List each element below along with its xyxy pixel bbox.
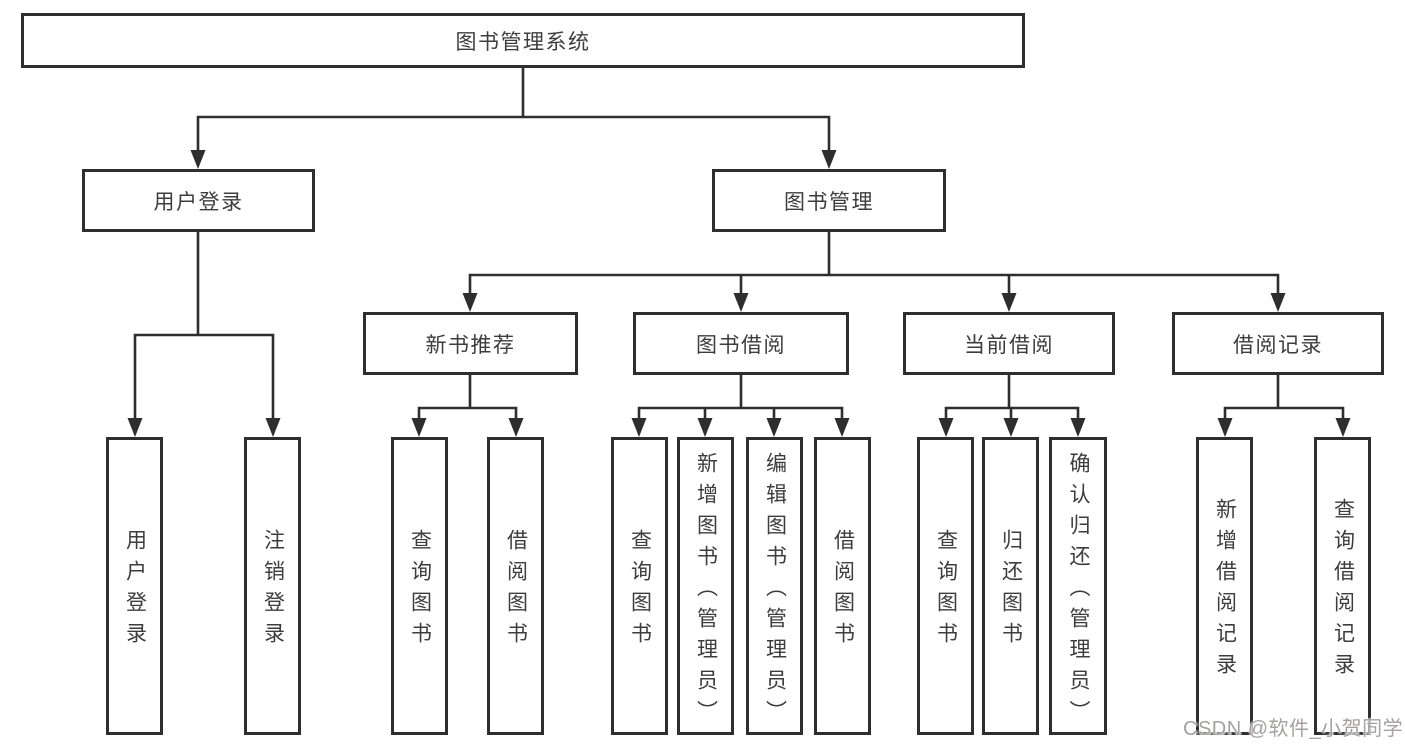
node-label: 借阅记录 xyxy=(1233,333,1323,357)
node-label: 注销登录 xyxy=(261,529,285,653)
csdn-watermark: CSDN @软件_小贺同学 xyxy=(1183,718,1404,740)
node-label: 新书推荐 xyxy=(425,333,516,357)
node-book-management: 图书管理 xyxy=(712,169,946,232)
node-label: 借阅图书 xyxy=(831,529,855,653)
arrowhead-icon xyxy=(508,418,524,437)
leaf-borrow-books-recommend: 借阅图书 xyxy=(487,437,544,735)
node-library-management-system: 图书管理系统 xyxy=(21,13,1025,68)
node-label: 归还图书 xyxy=(999,529,1023,653)
arrowhead-icon xyxy=(631,418,647,437)
arrowhead-icon xyxy=(1217,418,1233,437)
leaf-user-login: 用户登录 xyxy=(106,437,163,735)
node-label: 查询图书 xyxy=(628,529,652,653)
arrowhead-icon xyxy=(462,293,478,312)
node-label: 图书管理系统 xyxy=(455,30,591,54)
arrowhead-icon xyxy=(1070,418,1086,437)
leaf-add-book-admin: 新增图书（管理员） xyxy=(677,437,734,735)
node-current-borrowing: 当前借阅 xyxy=(903,312,1115,375)
leaf-add-borrow-record: 新增借阅记录 xyxy=(1196,437,1253,735)
leaf-query-books-current: 查询图书 xyxy=(917,437,974,735)
arrowhead-icon xyxy=(190,150,206,169)
leaf-return-books: 归还图书 xyxy=(982,437,1039,735)
node-label: 图书管理 xyxy=(784,190,874,214)
node-label: 查询图书 xyxy=(408,529,432,653)
leaf-query-books-recommend: 查询图书 xyxy=(391,437,448,735)
node-user-login-branch: 用户登录 xyxy=(82,169,315,232)
node-label: 用户登录 xyxy=(123,529,147,653)
arrowhead-icon xyxy=(1270,293,1286,312)
leaf-query-borrow-record: 查询借阅记录 xyxy=(1314,437,1371,735)
node-borrowing-records: 借阅记录 xyxy=(1172,312,1384,375)
arrowhead-icon xyxy=(1335,418,1351,437)
node-label: 用户登录 xyxy=(153,190,244,214)
arrowhead-icon xyxy=(127,418,143,437)
arrowhead-icon xyxy=(821,150,837,169)
arrowhead-icon xyxy=(766,418,782,437)
node-new-book-recommendation: 新书推荐 xyxy=(363,312,578,375)
node-label: 确认归还（管理员） xyxy=(1067,451,1090,731)
node-label: 当前借阅 xyxy=(964,333,1054,357)
leaf-confirm-return-admin: 确认归还（管理员） xyxy=(1049,437,1107,735)
node-label: 编辑图书（管理员） xyxy=(763,451,787,731)
node-label: 借阅图书 xyxy=(504,529,528,653)
arrowhead-icon xyxy=(834,418,850,437)
arrowhead-icon xyxy=(411,418,427,437)
arrowhead-icon xyxy=(1003,418,1019,437)
leaf-borrow-books: 借阅图书 xyxy=(814,437,871,735)
node-label: 查询借阅记录 xyxy=(1331,498,1355,684)
arrowhead-icon xyxy=(697,418,713,437)
leaf-query-books-borrow: 查询图书 xyxy=(611,437,668,735)
arrowhead-icon xyxy=(733,293,749,312)
leaf-logout: 注销登录 xyxy=(244,437,301,735)
node-label: 查询图书 xyxy=(934,529,958,653)
arrowhead-icon xyxy=(938,418,954,437)
leaf-edit-book-admin: 编辑图书（管理员） xyxy=(746,437,803,735)
node-book-borrowing: 图书借阅 xyxy=(633,312,849,375)
node-label: 图书借阅 xyxy=(696,333,786,357)
arrowhead-icon xyxy=(1001,293,1017,312)
node-label: 新增图书（管理员） xyxy=(694,451,718,731)
arrowhead-icon xyxy=(265,418,281,437)
node-label: 新增借阅记录 xyxy=(1213,498,1237,684)
